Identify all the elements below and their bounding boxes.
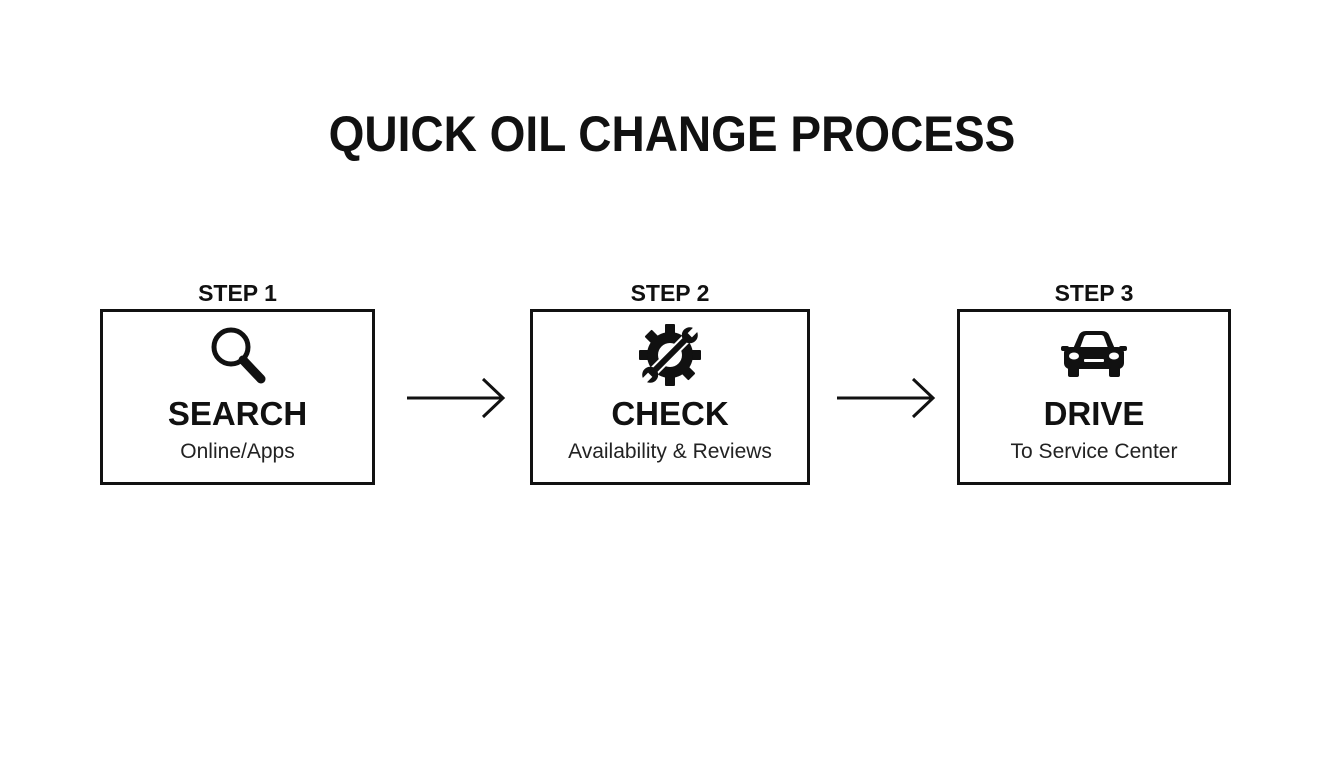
step-2-subtitle: Availability & Reviews — [568, 440, 772, 463]
step-2-box: CHECK Availability & Reviews — [530, 309, 810, 485]
step-1-subtitle: Online/Apps — [180, 440, 295, 463]
step-3-label: STEP 3 — [1054, 280, 1134, 306]
step-1-title: SEARCH — [167, 395, 308, 432]
arrow-right-icon — [407, 377, 506, 419]
car-icon — [960, 324, 1228, 386]
step-1-label: STEP 1 — [198, 280, 277, 306]
step-3-box: DRIVE To Service Center — [957, 309, 1231, 485]
step-2-label: STEP 2 — [630, 280, 710, 306]
step-3-subtitle: To Service Center — [1010, 440, 1178, 463]
step-2-title: CHECK — [611, 395, 729, 432]
step-1-box: SEARCH Online/Apps — [100, 309, 375, 485]
magnifier-icon — [103, 324, 372, 386]
diagram-title: QUICK OIL CHANGE PROCESS — [328, 106, 1016, 162]
arrow-right-icon — [837, 377, 936, 419]
step-3-title: DRIVE — [1043, 395, 1145, 432]
gear-wrench-icon — [533, 324, 807, 386]
